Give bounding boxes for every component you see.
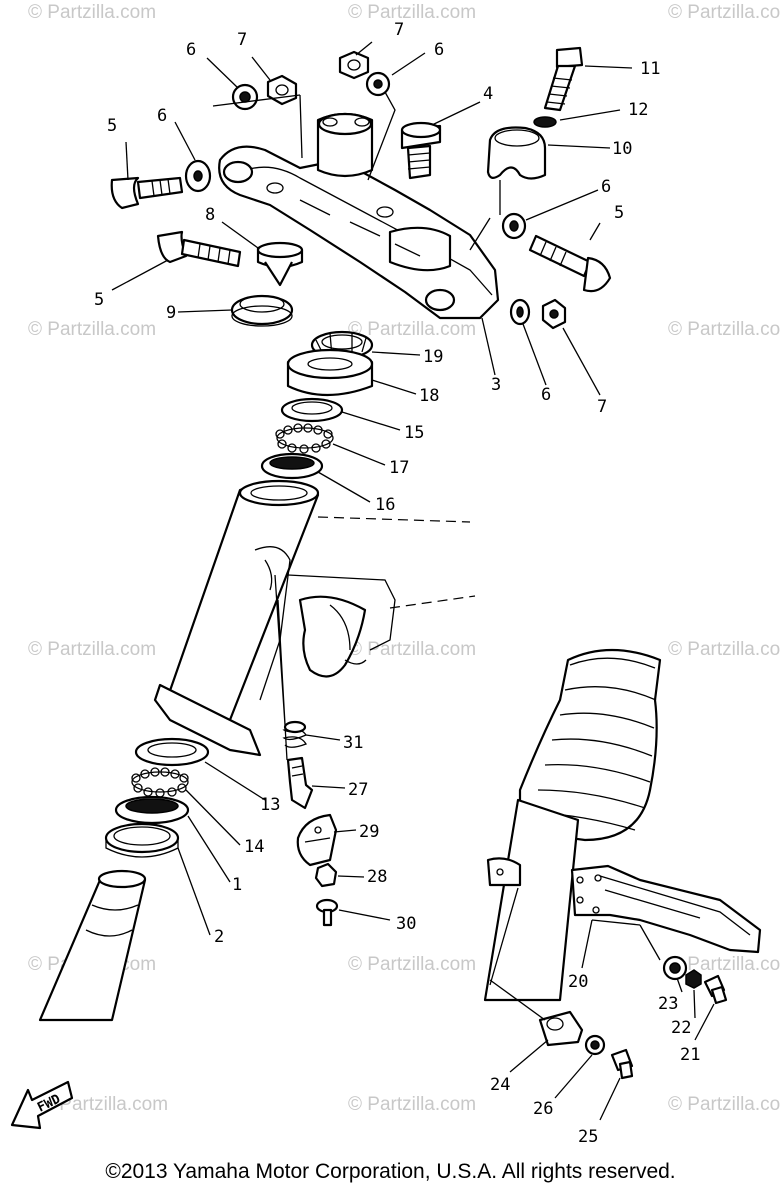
- screw-30: [315, 898, 339, 927]
- ball-race-1: [114, 795, 190, 825]
- watermark: © Partzilla.com: [668, 954, 781, 975]
- callout-1: 1: [232, 875, 242, 895]
- lock-plate-27: [286, 756, 314, 810]
- callout-17: 17: [389, 458, 409, 478]
- bolt-5-left: [110, 176, 184, 210]
- callout-8: 8: [205, 205, 215, 225]
- watermark: © Partzilla.com: [40, 1094, 168, 1115]
- callout-5-left: 5: [107, 116, 117, 136]
- callout-28: 28: [367, 867, 387, 887]
- callout-27: 27: [348, 780, 368, 800]
- watermark: © Partzilla.com: [668, 1094, 781, 1115]
- dust-seal-2: [104, 822, 180, 858]
- bolt-5-lower-left: [156, 230, 242, 268]
- bolt-21: [703, 974, 728, 1005]
- watermark: © Partzilla.com: [348, 1094, 476, 1115]
- steering-parts-diagram: © Partzilla.com © Partzilla.com © Partzi…: [10, 2, 781, 1147]
- bolt-4: [400, 121, 442, 180]
- callout-6-right: 6: [601, 177, 611, 197]
- nut-28: [314, 862, 338, 888]
- clamp-24: [538, 1010, 584, 1047]
- watermark: © Partzilla.com: [348, 2, 476, 23]
- callout-5-right: 5: [614, 203, 624, 223]
- callout-21: 21: [680, 1045, 700, 1065]
- callout-22: 22: [671, 1018, 691, 1038]
- callout-numbers: 7 6 7 6 11 4 12 5 6 10 6 5 8 5 9 3 6 7 1…: [94, 20, 700, 1147]
- watermark: © Partzilla.com: [668, 319, 781, 340]
- spring-31: [282, 720, 307, 748]
- watermark: © Partzilla.com: [28, 639, 156, 660]
- plate-29: [296, 813, 338, 867]
- callout-2: 2: [214, 927, 224, 947]
- washer-26: [584, 1034, 606, 1056]
- nut-7-top: [338, 50, 370, 80]
- callout-6-left: 6: [157, 106, 167, 126]
- nut-7-lower-right: [541, 298, 567, 330]
- parts-drawings: FWD: [10, 41, 762, 1130]
- steel-balls-14: [131, 767, 189, 798]
- bearing-cover-18: [286, 348, 374, 397]
- callout-4: 4: [483, 84, 493, 104]
- washer-12: [533, 116, 557, 128]
- nut-7-top-left: [266, 74, 298, 106]
- leader-lines: [111, 41, 715, 1121]
- bolt-11: [543, 46, 584, 112]
- callout-7-top: 7: [394, 20, 404, 40]
- callout-7-lower-right: 7: [597, 397, 607, 417]
- steering-shaft: [38, 869, 147, 1022]
- watermark: © Partzilla.com: [668, 639, 781, 660]
- callout-7-top-left: 7: [237, 30, 247, 50]
- callout-6-top: 6: [434, 40, 444, 60]
- watermark: © Partzilla.com: [348, 954, 476, 975]
- callout-23: 23: [658, 994, 678, 1014]
- callout-9: 9: [166, 303, 176, 323]
- callout-13: 13: [260, 795, 280, 815]
- callout-14: 14: [244, 837, 264, 857]
- watermark: © Partzilla.com: [668, 2, 781, 23]
- ball-race-15: [280, 397, 344, 423]
- callout-26: 26: [533, 1099, 553, 1119]
- callout-6-top-left: 6: [186, 40, 196, 60]
- callout-30: 30: [396, 914, 416, 934]
- washer-6-top-left: [231, 83, 259, 111]
- callout-5-lower-left: 5: [94, 290, 104, 310]
- callout-29: 29: [359, 822, 379, 842]
- callout-16: 16: [375, 495, 395, 515]
- callout-20: 20: [568, 972, 588, 992]
- ball-race-16: [260, 452, 324, 480]
- copyright-notice: ©2013 Yamaha Motor Corporation, U.S.A. A…: [105, 1160, 676, 1183]
- callout-10: 10: [612, 139, 632, 159]
- callout-24: 24: [490, 1075, 510, 1095]
- callout-11: 11: [640, 59, 660, 79]
- watermark: © Partzilla.com: [348, 319, 476, 340]
- washer-6-lower-right: [509, 298, 531, 326]
- upper-bracket: [218, 112, 500, 320]
- callout-6-lower-right: 6: [541, 385, 551, 405]
- callout-19: 19: [423, 347, 443, 367]
- watermark: © Partzilla.com: [28, 319, 156, 340]
- callout-18: 18: [419, 386, 439, 406]
- callout-3: 3: [491, 375, 501, 395]
- watermark: © Partzilla.com: [348, 639, 476, 660]
- ball-race-13: [134, 737, 210, 767]
- watermark: © Partzilla.com: [28, 2, 156, 23]
- watermark-layer: © Partzilla.com © Partzilla.com © Partzi…: [28, 2, 781, 1115]
- under-bracket-stem: [153, 479, 396, 757]
- bolt-5-right: [528, 234, 612, 293]
- washer-6-top: [365, 71, 391, 97]
- washer-6-left: [184, 159, 212, 193]
- callout-31: 31: [343, 733, 363, 753]
- nut-22: [685, 969, 702, 989]
- bolt-25: [610, 1048, 634, 1080]
- washer-6-right: [501, 212, 527, 240]
- steel-balls-17: [275, 423, 334, 454]
- callout-12: 12: [628, 100, 648, 120]
- collar-8: [256, 241, 304, 287]
- handlebar-holder-upper: [486, 126, 547, 180]
- damper-9: [230, 294, 294, 327]
- front-fork: [483, 648, 762, 1002]
- callout-25: 25: [578, 1127, 598, 1147]
- washer-23: [662, 955, 688, 981]
- callout-15: 15: [404, 423, 424, 443]
